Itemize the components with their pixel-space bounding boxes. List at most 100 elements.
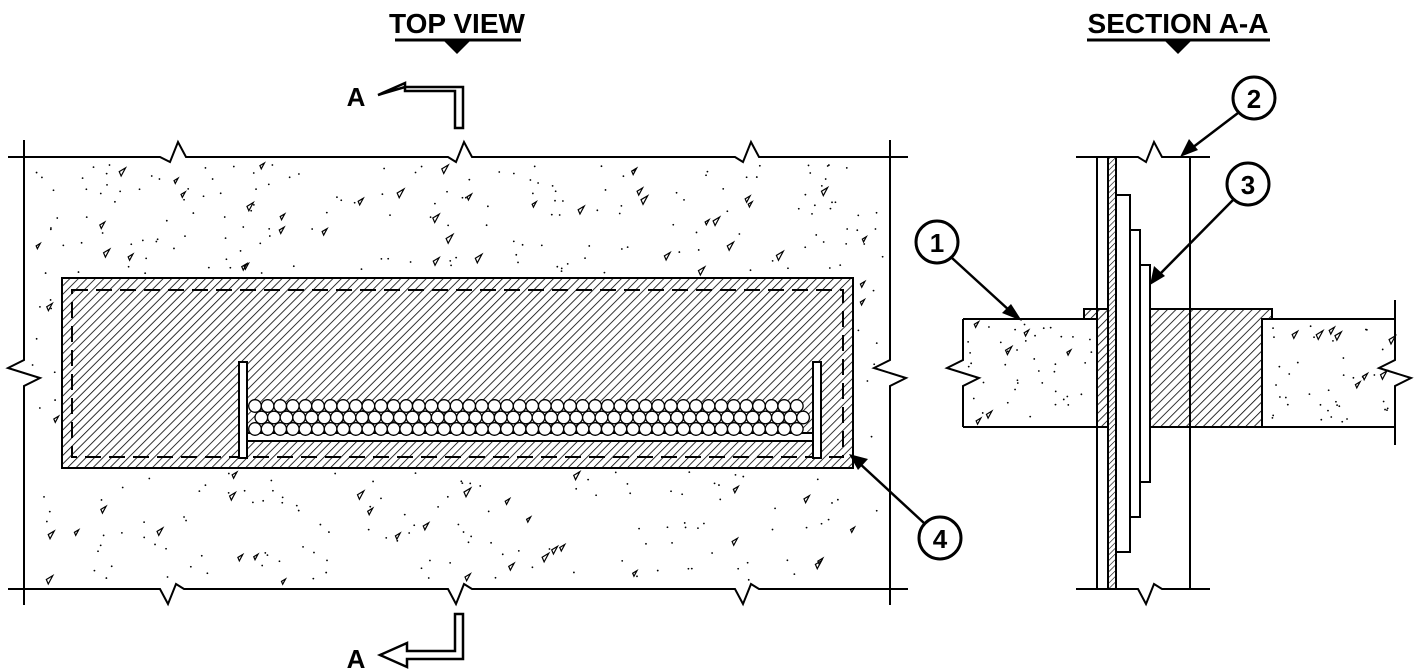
- aggregate-dot: [1284, 396, 1287, 399]
- aggregate-dot: [512, 240, 515, 243]
- aggregate-dot: [224, 237, 227, 240]
- aggregate-dot: [1054, 363, 1057, 366]
- aggregate-dot: [531, 566, 534, 569]
- cable: [789, 422, 804, 436]
- cable: [676, 422, 691, 436]
- aggregate-mark: [45, 301, 54, 313]
- cable: [266, 410, 281, 425]
- aggregate-dot: [811, 212, 813, 215]
- aggregate-mark: [321, 226, 329, 237]
- aggregate-dot: [165, 219, 168, 222]
- aggregate-dot: [150, 175, 153, 177]
- cable: [594, 410, 609, 425]
- aggregate-dot: [1033, 358, 1036, 360]
- aggregate-dot: [749, 269, 752, 272]
- aggregate-dot: [1054, 390, 1057, 393]
- cable: [644, 410, 659, 425]
- aggregate-dot: [706, 170, 709, 173]
- aggregate-mark: [803, 494, 811, 505]
- cable: [411, 422, 426, 436]
- aggregate-dot: [1335, 400, 1337, 403]
- aggregate-dot: [1336, 404, 1338, 407]
- aggregate-mark: [1315, 329, 1325, 341]
- aggregate-dot: [831, 502, 833, 504]
- aggregate-dot: [690, 567, 693, 570]
- cable: [260, 422, 275, 436]
- aggregate-mark: [1291, 329, 1300, 340]
- aggregate-dot: [683, 522, 686, 524]
- aggregate-mark: [466, 192, 474, 202]
- aggregate-dot: [353, 201, 356, 204]
- aggregate-dot: [252, 203, 255, 206]
- cable: [670, 410, 685, 425]
- aggregate-dot: [793, 573, 796, 576]
- cable: [733, 410, 748, 425]
- aggregate-dot: [403, 513, 406, 516]
- aggregate-dot: [621, 559, 624, 562]
- cable: [581, 410, 596, 425]
- section-cable-tray: [1076, 139, 1210, 607]
- aggregate-mark: [577, 204, 586, 216]
- cable: [304, 410, 319, 425]
- aggregate-mark: [228, 490, 237, 502]
- aggregate-dot: [387, 257, 390, 260]
- aggregate-dot: [774, 507, 776, 510]
- aggregate-dot: [1313, 336, 1315, 339]
- aggregate-dot: [1308, 393, 1311, 396]
- aggregate-dot: [154, 543, 156, 546]
- aggregate-dot: [1062, 398, 1065, 401]
- aggregate-dot: [121, 486, 124, 489]
- aggregate-mark: [180, 190, 187, 199]
- aggregate-dot: [836, 498, 839, 501]
- aggregate-mark: [243, 261, 251, 271]
- aggregate-dot: [469, 482, 472, 485]
- aggregate-dot: [227, 472, 230, 475]
- aggregate-dot: [270, 479, 273, 482]
- aggregate-dot: [52, 189, 55, 192]
- cable: [336, 422, 351, 436]
- aggregate-dot: [490, 541, 492, 544]
- aggregate-dot: [110, 565, 113, 568]
- aggregate-dot: [45, 520, 48, 523]
- aggregate-dot: [718, 484, 720, 486]
- aggregate-dot: [734, 474, 737, 476]
- aggregate-mark: [747, 200, 754, 209]
- aggregate-dot: [820, 184, 823, 187]
- aggregate-dot: [39, 305, 41, 308]
- aggregate-dot: [461, 196, 464, 199]
- cable: [758, 410, 773, 425]
- aggregate-dot: [255, 188, 257, 191]
- aggregate-mark: [636, 186, 645, 197]
- aggregate-dot: [529, 179, 532, 181]
- cable: [626, 399, 640, 413]
- cable: [701, 399, 716, 413]
- cable: [374, 422, 388, 436]
- cable: [783, 410, 798, 425]
- aggregate-dot: [1296, 361, 1299, 364]
- aggregate-dot: [266, 554, 269, 557]
- cable: [752, 422, 766, 436]
- aggregate-dot: [548, 548, 551, 550]
- aggregate-mark: [572, 470, 582, 482]
- cable: [500, 422, 514, 436]
- aggregate-dot: [771, 259, 774, 262]
- aggregate-dot: [584, 257, 586, 260]
- aggregate-dot: [498, 171, 501, 173]
- aggregate-mark: [507, 561, 516, 572]
- aggregate-dot: [540, 244, 543, 247]
- aggregate-dot: [189, 565, 192, 568]
- aggregate-dot: [688, 471, 691, 473]
- aggregate-dot: [1041, 382, 1044, 384]
- aggregate-dot: [50, 227, 52, 229]
- cable: [556, 410, 571, 425]
- aggregate-dot: [786, 559, 789, 562]
- cable: [638, 422, 653, 436]
- cable: [311, 399, 325, 413]
- aggregate-mark: [732, 484, 740, 495]
- aggregate-dot: [863, 243, 866, 245]
- aggregate-dot: [1342, 374, 1345, 377]
- cable: [292, 410, 307, 425]
- cable: [550, 399, 565, 413]
- aggregate-dot: [485, 224, 488, 227]
- aggregate-mark: [1023, 328, 1031, 338]
